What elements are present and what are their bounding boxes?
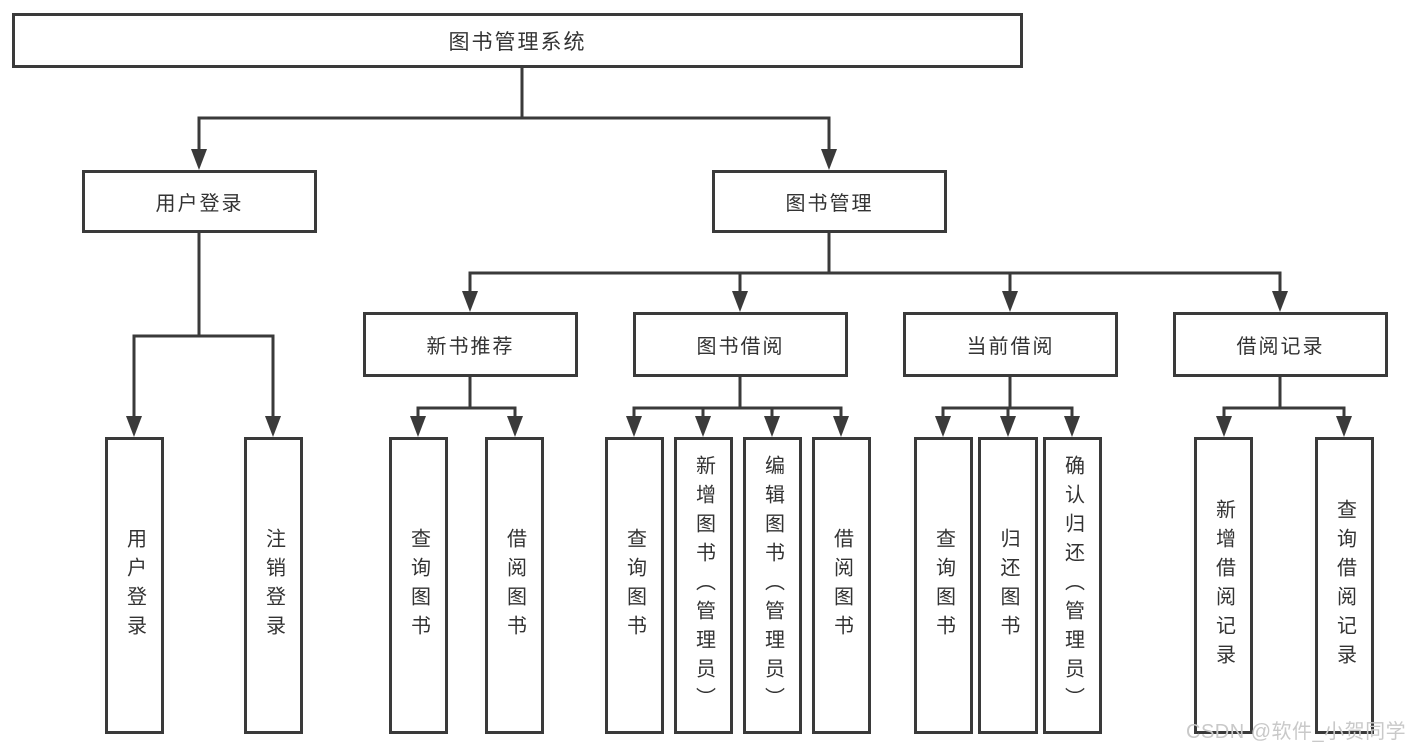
node-user-login: 用户登录	[82, 170, 317, 233]
leaf-query-borrow-record-label: 查询借阅记录	[1333, 498, 1356, 673]
csdn-watermark: CSDN @软件_小贺同学	[1186, 721, 1405, 743]
node-root-label: 图书管理系统	[448, 30, 587, 54]
node-current-borrow-label: 当前借阅	[966, 336, 1055, 358]
leaf-add-borrow-record-label: 新增借阅记录	[1212, 498, 1235, 673]
connector-borrow-records	[1222, 375, 1346, 418]
leaf-borrow-books-label: 借阅图书	[830, 527, 853, 644]
leaf-query-books-borrow: 查询图书	[605, 437, 664, 734]
connector-user-login	[132, 231, 275, 418]
leaf-confirm-return-admin: 确认归还（管理员）	[1043, 437, 1102, 734]
leaf-add-books-admin: 新增图书（管理员）	[674, 437, 733, 734]
connector-book-management	[468, 231, 1282, 293]
connector-root	[197, 66, 831, 151]
leaf-edit-books-admin-label: 编辑图书（管理员）	[761, 455, 784, 716]
leaf-query-borrow-record: 查询借阅记录	[1315, 437, 1374, 734]
leaf-user-login-label: 用户登录	[123, 527, 146, 644]
leaf-add-borrow-record: 新增借阅记录	[1194, 437, 1253, 734]
node-borrow-records-label: 借阅记录	[1236, 336, 1325, 358]
leaf-query-books-recommend-label: 查询图书	[407, 527, 430, 644]
node-user-login-label: 用户登录	[155, 193, 244, 215]
leaf-query-books-borrow-label: 查询图书	[623, 527, 646, 644]
leaf-user-login: 用户登录	[105, 437, 164, 734]
leaf-query-books-recommend: 查询图书	[389, 437, 448, 734]
leaf-borrow-books-recommend-label: 借阅图书	[503, 527, 526, 644]
leaf-return-books: 归还图书	[978, 437, 1038, 734]
leaf-query-books-current-label: 查询图书	[932, 527, 955, 644]
node-book-borrow-label: 图书借阅	[696, 336, 785, 358]
node-current-borrow: 当前借阅	[903, 312, 1118, 377]
node-book-management: 图书管理	[712, 170, 947, 233]
node-new-book-recommend-label: 新书推荐	[426, 336, 515, 358]
node-new-book-recommend: 新书推荐	[363, 312, 578, 377]
leaf-borrow-books-recommend: 借阅图书	[485, 437, 544, 734]
connector-new-book-recommend	[416, 375, 517, 418]
leaf-edit-books-admin: 编辑图书（管理员）	[743, 437, 802, 734]
node-book-borrow: 图书借阅	[633, 312, 848, 377]
connector-current-borrow	[941, 375, 1074, 418]
leaf-confirm-return-admin-label: 确认归还（管理员）	[1061, 455, 1084, 716]
leaf-add-books-admin-label: 新增图书（管理员）	[692, 455, 715, 716]
node-book-management-label: 图书管理	[785, 193, 874, 215]
leaf-logout-label: 注销登录	[262, 527, 285, 644]
arrowheads	[126, 149, 1352, 437]
node-borrow-records: 借阅记录	[1173, 312, 1388, 377]
leaf-query-books-current: 查询图书	[914, 437, 973, 734]
connector-book-borrow	[632, 375, 843, 418]
node-root: 图书管理系统	[12, 13, 1023, 68]
leaf-borrow-books: 借阅图书	[812, 437, 871, 734]
leaf-logout: 注销登录	[244, 437, 303, 734]
leaf-return-books-label: 归还图书	[997, 527, 1019, 644]
